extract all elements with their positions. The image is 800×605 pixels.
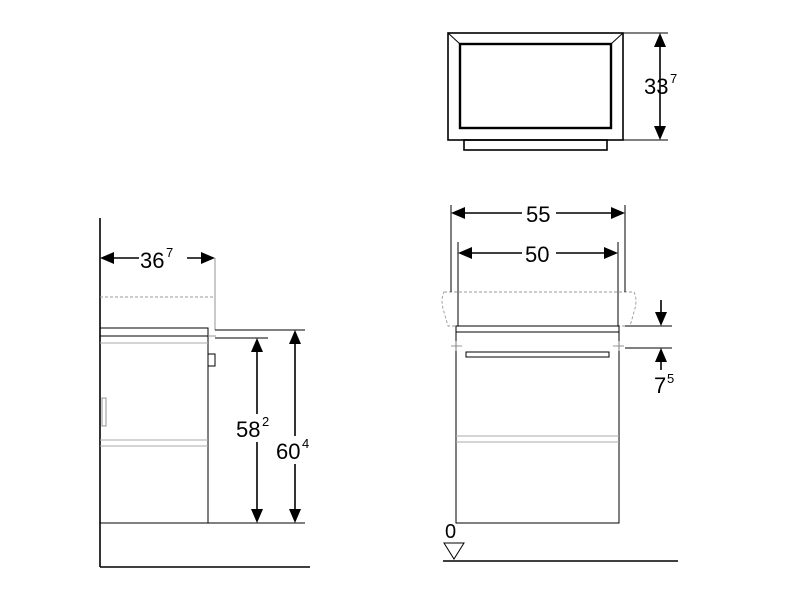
front-width-inner-value: 50 [525, 242, 549, 267]
side-depth-label-bg [139, 244, 187, 272]
side-height-total-arrow-down [289, 509, 301, 523]
top-depth-arrow-up [654, 33, 666, 47]
top-view-outer-frame [447, 32, 624, 141]
side-height-inner-arrow-down [251, 509, 263, 523]
side-height-inner-value: 58 [236, 417, 260, 442]
front-view-basin-dashed [441, 291, 637, 327]
side-depth-value: 36 [140, 248, 164, 273]
top-view-base-strip [463, 139, 608, 151]
front-width-inner-label-bg [522, 239, 556, 267]
front-width-outer-label-bg [522, 199, 556, 227]
front-view-cabinet-body [455, 331, 620, 524]
side-view-handle [207, 353, 216, 367]
top-view: 33 7 [447, 32, 677, 151]
front-offset-arrow-down [655, 312, 667, 326]
front-offset-fraction: 5 [667, 371, 674, 386]
side-view-cabinet-body [99, 335, 209, 524]
side-height-total-label-bg [274, 436, 318, 464]
front-offset-value: 7 [654, 373, 666, 398]
side-height-inner-fraction: 2 [262, 414, 269, 429]
side-view: 36 7 58 2 60 4 [99, 218, 318, 568]
side-height-total-fraction: 4 [302, 436, 309, 451]
top-view-corner-tl [447, 32, 461, 45]
side-view-hinge [101, 397, 107, 427]
floor-level-value: 0 [445, 521, 456, 543]
top-depth-value: 33 [644, 74, 668, 99]
side-height-total-arrow-up [289, 330, 301, 344]
side-depth-arrow-right [201, 252, 215, 264]
floor-level-triangle-icon [443, 542, 465, 560]
front-width-inner-arrow-right [604, 247, 618, 259]
side-view-top-panel [99, 327, 209, 337]
front-view: 55 50 7 5 0 [441, 199, 678, 562]
top-depth-fraction: 7 [670, 71, 677, 86]
side-depth-fraction: 7 [166, 245, 173, 260]
front-width-inner-arrow-left [458, 247, 472, 259]
side-depth-arrow-left [100, 252, 114, 264]
side-height-inner-label-bg [235, 414, 279, 442]
side-height-total-value: 60 [276, 439, 300, 464]
front-view-top-panel [455, 325, 620, 333]
front-view-handle-bar [465, 351, 610, 358]
side-height-inner-arrow-up [251, 338, 263, 352]
front-width-outer-value: 55 [526, 202, 550, 227]
top-view-inner-basin [458, 42, 613, 130]
front-offset-arrow-up [655, 348, 667, 362]
front-width-outer-arrow-left [451, 207, 465, 219]
top-view-corner-tr [610, 32, 624, 45]
top-depth-arrow-down [654, 126, 666, 140]
front-width-outer-arrow-right [611, 207, 625, 219]
